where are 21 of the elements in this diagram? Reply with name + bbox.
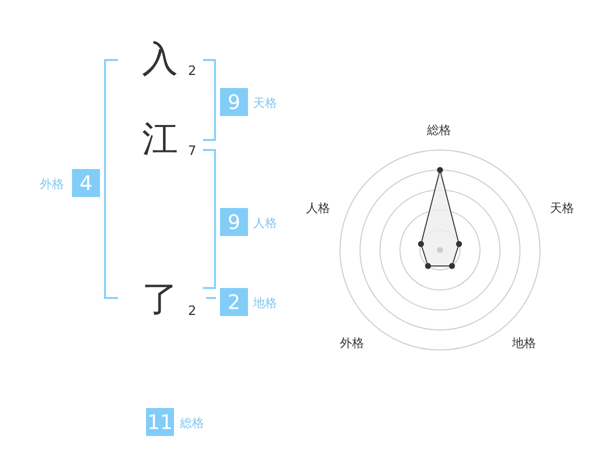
axis-label: 天格 xyxy=(550,200,574,216)
score-label: 総格 xyxy=(180,415,204,431)
name-character: 入 xyxy=(140,40,180,80)
score-label: 人格 xyxy=(253,215,277,231)
score-value: 2 xyxy=(220,288,248,316)
name-character: 了 xyxy=(140,280,180,320)
axis-label: 地格 xyxy=(512,335,536,351)
score-value: 9 xyxy=(220,208,248,236)
name-character: 江 xyxy=(140,120,180,160)
axis-label: 外格 xyxy=(340,335,364,351)
score-label: 外格 xyxy=(40,176,64,192)
stroke-count: 2 xyxy=(188,64,196,80)
axis-label: 人格 xyxy=(306,200,330,216)
stroke-count: 2 xyxy=(188,304,196,320)
stroke-count: 7 xyxy=(188,144,196,160)
score-label: 天格 xyxy=(253,95,277,111)
score-value: 9 xyxy=(220,88,248,116)
score-label: 地格 xyxy=(253,295,277,311)
axis-label: 総格 xyxy=(427,122,451,138)
score-value: 4 xyxy=(72,169,100,197)
score-value: 11 xyxy=(146,408,174,436)
